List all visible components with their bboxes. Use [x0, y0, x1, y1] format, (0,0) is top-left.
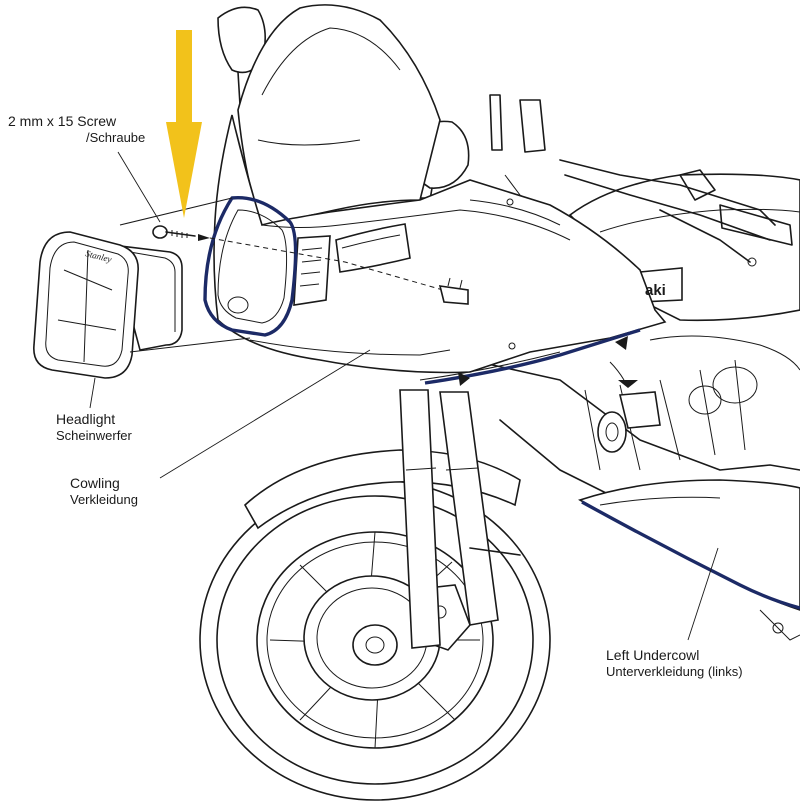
label-undercowl-en: Left Undercowl: [606, 647, 700, 663]
label-screw-de: /Schraube: [86, 129, 146, 145]
tank-logo: aki: [645, 282, 666, 299]
label-cowling: Cowling Verkleidung: [70, 475, 138, 507]
label-cowling-en: Cowling: [70, 475, 120, 491]
label-undercowl-de: Unterverkleidung (links): [606, 663, 743, 679]
left-undercowl: [578, 479, 800, 641]
cowling-lower-edge-highlight: [424, 328, 641, 385]
exploded-guide-lines: [119, 197, 469, 353]
front-forks: [399, 389, 521, 649]
label-cowling-de: Verkleidung: [70, 491, 138, 507]
headlight-unit: [33, 231, 183, 379]
down-arrow-icon: [166, 30, 202, 218]
label-screw: 2 mm x 15 Screw /Schraube: [8, 113, 145, 145]
label-left-undercowl: Left Undercowl Unterverkleidung (links): [606, 647, 743, 679]
brake-disc: [303, 575, 471, 701]
leader-lines: [89, 151, 719, 641]
mount-arrows: [458, 336, 638, 388]
windscreen: [237, 4, 441, 226]
headlight-opening-highlight: [203, 196, 298, 337]
screw: [152, 225, 210, 241]
label-headlight-en: Headlight: [56, 411, 116, 427]
mirror-left: [217, 6, 266, 106]
label-headlight-de: Scheinwerfer: [56, 427, 132, 443]
label-screw-en: 2 mm x 15 Screw: [8, 113, 117, 129]
cowling-body: [213, 114, 667, 381]
label-headlight: Headlight Scheinwerfer: [56, 411, 132, 443]
handlebar: [489, 94, 793, 267]
